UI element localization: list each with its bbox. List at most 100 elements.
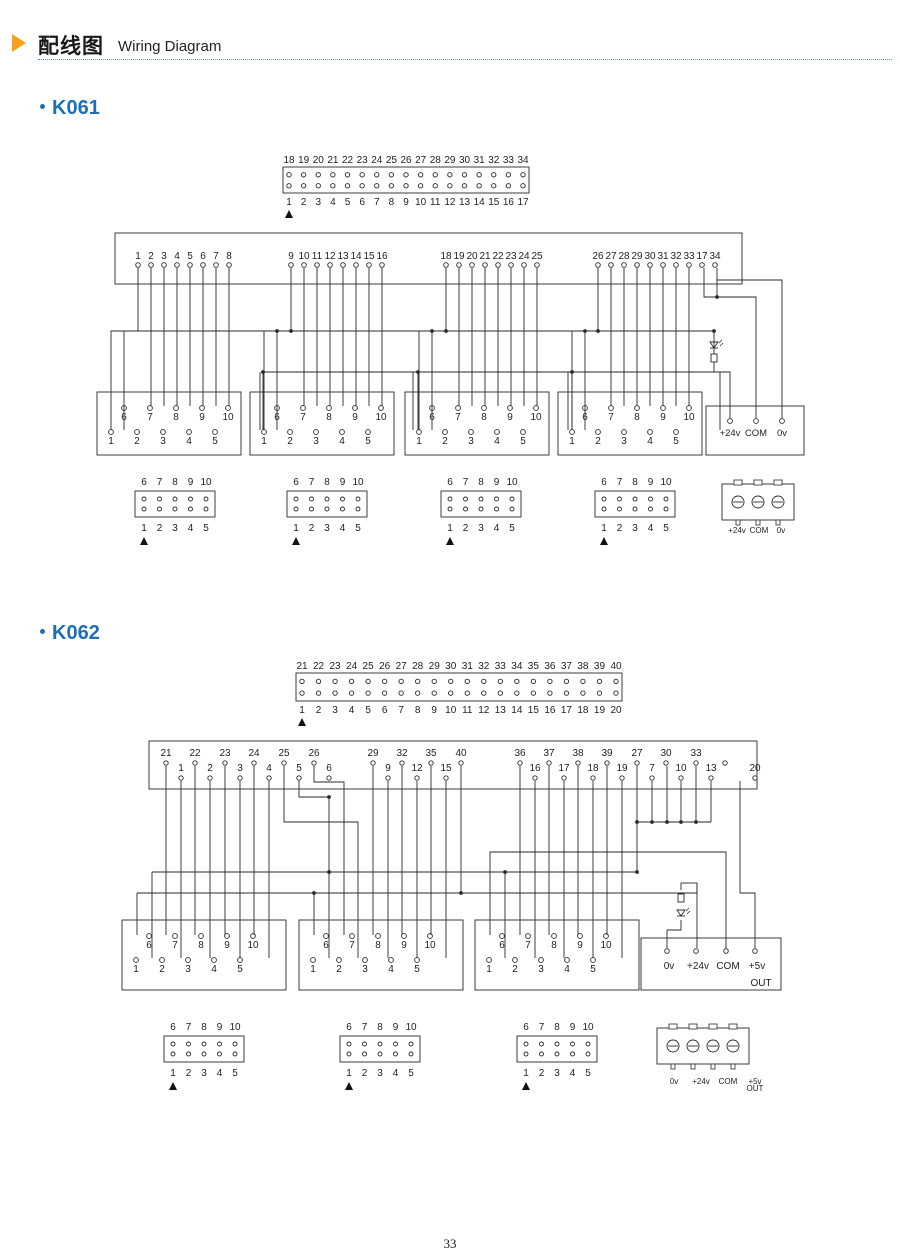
k061-bus-pin bbox=[187, 262, 193, 268]
k062-bus-pin bbox=[414, 775, 420, 781]
k061-bus-label: 12 bbox=[324, 251, 336, 262]
k062-2-pin1-marker-icon bbox=[522, 1082, 530, 1090]
k061-0-terminal-bottom-pin bbox=[212, 429, 218, 435]
k062-0-small-connector-pin bbox=[170, 1051, 176, 1057]
k061-main-connector-pin bbox=[520, 172, 526, 178]
k062-2-small-connector-pin bbox=[554, 1041, 560, 1047]
k062-main-connector-bottom-label: 13 bbox=[495, 705, 507, 716]
k061-main-connector-pin bbox=[461, 172, 468, 178]
k061-0-small-connector-bottom-label: 1 bbox=[141, 523, 147, 534]
k061-power-label: 0v bbox=[777, 428, 787, 439]
section-title-k061: K061 bbox=[40, 97, 100, 120]
k061-bus-label: 8 bbox=[226, 251, 232, 262]
k061-bus-pin bbox=[353, 262, 359, 268]
k061-main-connector-bottom-label: 6 bbox=[359, 197, 365, 208]
k061-main-connector-top-label: 18 bbox=[283, 155, 295, 166]
k062-0-small-connector-pin bbox=[170, 1041, 176, 1047]
k062-main-connector-pin bbox=[497, 678, 503, 685]
k062-2-small-connector-top-label: 8 bbox=[554, 1022, 560, 1033]
k061-main-connector-pin bbox=[359, 172, 365, 178]
k061-1-small-connector-top-label: 7 bbox=[309, 477, 315, 488]
k062-0-small-connector-pin bbox=[201, 1041, 207, 1047]
led-ray bbox=[686, 910, 691, 915]
k062-wire bbox=[313, 766, 345, 935]
k062-1-small-connector-pin bbox=[408, 1041, 414, 1047]
k061-2-small-connector-pin bbox=[478, 496, 484, 502]
k062-junction-dot bbox=[635, 820, 639, 824]
k062-main-connector-top-label: 36 bbox=[544, 661, 556, 672]
k061-main-connector-bottom-label: 7 bbox=[374, 197, 380, 208]
k062-2-small-connector-pin bbox=[523, 1041, 529, 1047]
section-title-k062: K062 bbox=[40, 622, 100, 645]
k062-main-connector-bottom-label: 18 bbox=[577, 705, 589, 716]
k061-3-terminal-top-label: 9 bbox=[660, 412, 666, 423]
k061-3-terminal-top-pin bbox=[634, 405, 640, 411]
k061-1-small-connector-pin bbox=[293, 506, 299, 512]
k061-2-small-connector-top-label: 8 bbox=[478, 477, 484, 488]
k061-3-small-connector-top-label: 7 bbox=[617, 477, 623, 488]
k062-0-small-connector-bottom-label: 5 bbox=[232, 1068, 238, 1079]
k061-main-connector-pin bbox=[505, 172, 512, 178]
k061-0-terminal-top-label: 7 bbox=[147, 412, 153, 423]
k061-2-terminal-bottom-label: 5 bbox=[520, 436, 526, 447]
k062-wiring-diagram: 2112222332442552662772882993010311132123… bbox=[121, 661, 782, 1093]
k062-legend-power-label: 0v bbox=[670, 1077, 678, 1086]
k062-main-connector-pin bbox=[481, 678, 487, 685]
k061-screw-notch bbox=[753, 479, 763, 486]
k062-1-small-connector-bottom-label: 4 bbox=[393, 1068, 399, 1079]
k061-0-small-connector-top-label: 8 bbox=[172, 477, 178, 488]
k061-bus-pin bbox=[213, 262, 219, 268]
k061-2-small-connector-top-label: 10 bbox=[506, 477, 518, 488]
k061-bus-pin bbox=[456, 262, 462, 268]
k061-main-connector-pin bbox=[374, 172, 380, 178]
k061-0-small-connector-pin bbox=[141, 496, 147, 502]
k062-junction-dot bbox=[679, 820, 683, 824]
k062-main-connector-top-label: 28 bbox=[412, 661, 424, 672]
k062-1-terminal-bottom-label: 2 bbox=[336, 964, 342, 975]
k062-main-connector-pin bbox=[315, 678, 322, 685]
k061-3-terminal-bottom-pin bbox=[569, 429, 575, 435]
k061-bus-label: 5 bbox=[187, 251, 193, 262]
k061-bus-pin bbox=[161, 262, 167, 268]
k061-bus-label: 18 bbox=[440, 251, 452, 262]
k061-1-small-connector-pin bbox=[293, 496, 299, 502]
k061-bus-label: 27 bbox=[605, 251, 617, 262]
k061-main-connector-pin bbox=[491, 172, 497, 178]
k062-power-pin bbox=[752, 948, 758, 954]
k061-2-small-connector-pin bbox=[463, 496, 468, 502]
k062-0-small-connector-top-label: 8 bbox=[201, 1022, 207, 1033]
k061-bus-pin bbox=[327, 262, 333, 268]
k061-3-terminal-bottom-label: 4 bbox=[647, 436, 653, 447]
k061-3-small-connector-bottom-label: 4 bbox=[648, 523, 654, 534]
k061-resistor-icon bbox=[710, 353, 718, 363]
k061-bus-label: 2 bbox=[148, 251, 154, 262]
k062-legend-power-label: +5v bbox=[748, 1077, 761, 1086]
k061-main-connector-top-label: 19 bbox=[298, 155, 310, 166]
k062-bus-top-label: 36 bbox=[514, 748, 526, 759]
k061-2-terminal-bottom-pin bbox=[468, 429, 474, 435]
k061-main-connector-pin bbox=[403, 172, 409, 178]
k062-1-terminal-top-label: 6 bbox=[323, 940, 329, 951]
k062-2-terminal-top-pin bbox=[603, 933, 609, 939]
k061-0-small-connector-pin bbox=[172, 506, 178, 512]
k061-bus-label: 10 bbox=[298, 251, 310, 262]
k061-2-terminal-top-label: 8 bbox=[481, 412, 487, 423]
k062-2-terminal-top-label: 6 bbox=[499, 940, 505, 951]
k062-1-terminal-top-label: 8 bbox=[375, 940, 381, 951]
k062-bus-bottom-label: 20 bbox=[749, 763, 761, 774]
k062-main-connector-pin bbox=[497, 690, 503, 696]
k061-1-small-connector-top-label: 9 bbox=[340, 477, 346, 488]
k061-3-pin1-marker-icon bbox=[600, 537, 608, 545]
k061-3-small-connector-top-label: 6 bbox=[601, 477, 607, 488]
k062-bus-bottom-label: 12 bbox=[411, 763, 423, 774]
k061-1-terminal-bottom-label: 4 bbox=[339, 436, 345, 447]
k061-main-connector-pin bbox=[417, 172, 424, 178]
k061-main-connector-top-label: 25 bbox=[386, 155, 398, 166]
k062-1-terminal-bottom-pin bbox=[336, 957, 342, 963]
k061-bus-label: 15 bbox=[363, 251, 375, 262]
k061-bus-pin bbox=[226, 262, 232, 268]
k061-1-small-connector-pin bbox=[340, 496, 345, 502]
k062-2-terminal-bottom-label: 5 bbox=[590, 964, 596, 975]
k062-0-terminal-top-label: 6 bbox=[146, 940, 152, 951]
k062-power-pin bbox=[693, 948, 699, 954]
